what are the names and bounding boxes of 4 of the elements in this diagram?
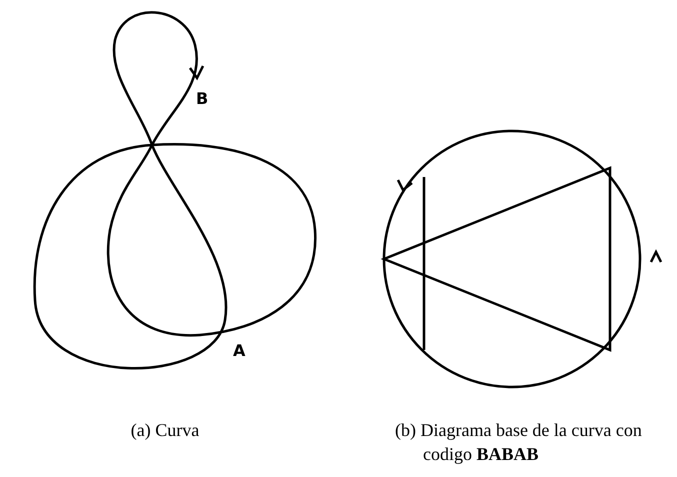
point-label: A [233, 342, 246, 360]
caption: (b) Diagrama base de la curva con codigo BABAB [395, 419, 643, 466]
point-label: B [196, 90, 208, 108]
caption: (a) Curva [130, 419, 200, 442]
